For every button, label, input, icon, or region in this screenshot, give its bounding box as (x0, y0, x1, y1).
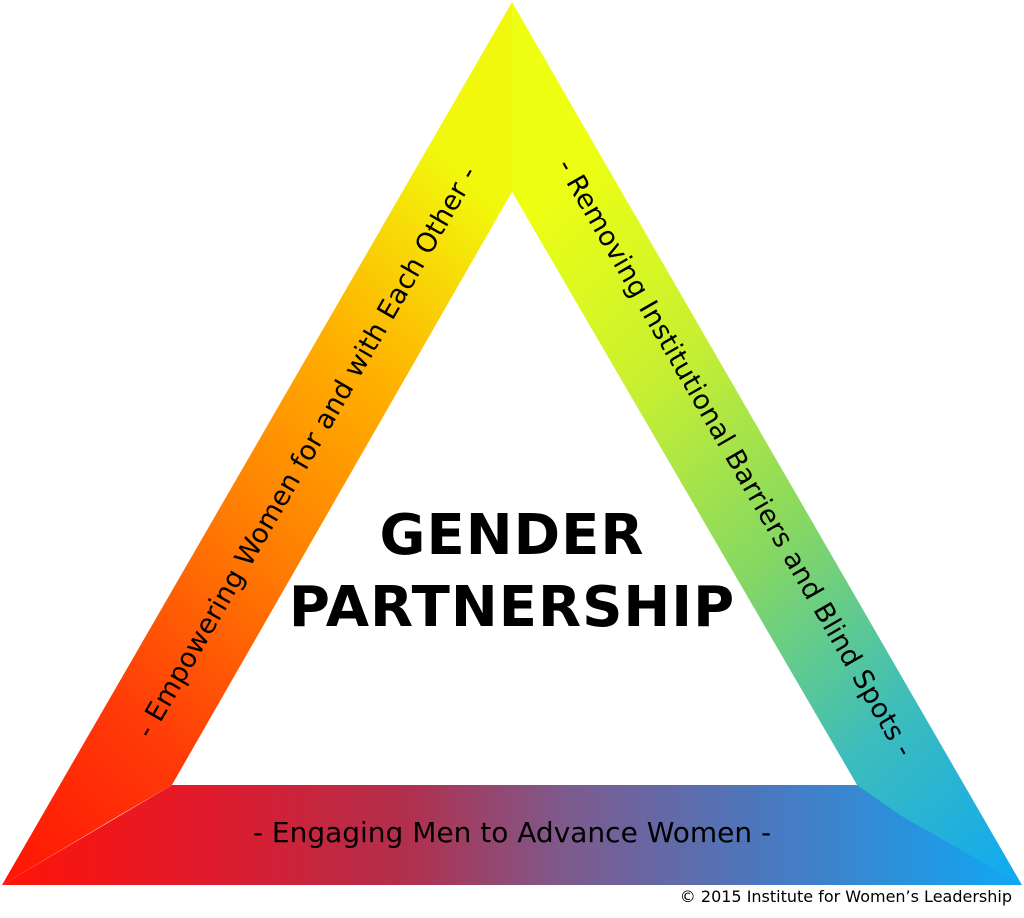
left-band (2, 2, 512, 885)
center-title-line-1: GENDER (379, 503, 645, 568)
center-title-line-2: PARTNERSHIP (288, 575, 736, 640)
copyright-notice: © 2015 Institute for Women’s Leadership (679, 887, 1012, 906)
inner-triangle (172, 192, 857, 785)
bottom-band (2, 785, 1022, 885)
bottom-side-label: - Engaging Men to Advance Women - (252, 816, 772, 849)
right-band (512, 2, 1022, 885)
